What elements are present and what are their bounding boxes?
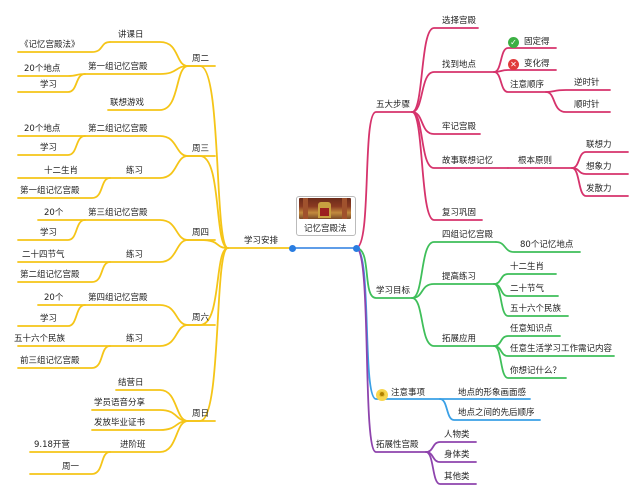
node-closing-day[interactable]: 结营日 (118, 378, 144, 388)
node-any-knowledge[interactable]: 任意知识点 (510, 324, 553, 334)
node-20-locations[interactable]: 20个地点 (24, 64, 61, 74)
node-body[interactable]: 身体类 (444, 450, 470, 460)
cross-icon: ✕ (508, 59, 519, 70)
node-palace-group-4[interactable]: 第四组记忆宫殿 (88, 293, 148, 303)
five-steps-lines (355, 27, 629, 249)
node-voice-sharing[interactable]: 学员语音分享 (94, 398, 146, 408)
node-review[interactable]: 复习巩固 (442, 208, 477, 218)
lightbulb-icon: ✹ (376, 389, 388, 401)
branch-goals[interactable]: 学习目标 (376, 286, 411, 296)
node-association-game[interactable]: 联想游戏 (110, 98, 145, 108)
node-association-power[interactable]: 联想力 (586, 140, 612, 150)
left-branch-lines (17, 41, 294, 475)
node-study[interactable]: 学习 (40, 314, 58, 324)
node-palace-group-2[interactable]: 第二组记忆宫殿 (20, 270, 80, 280)
branch-notes[interactable]: 注意事项 (391, 388, 426, 398)
node-improve-practice[interactable]: 提高练习 (442, 272, 477, 282)
node-four-palaces[interactable]: 四组记忆宫殿 (442, 230, 494, 240)
day-sunday[interactable]: 周日 (192, 409, 210, 419)
node-lecture-day[interactable]: 讲课日 (118, 30, 144, 40)
branch-five-steps[interactable]: 五大步骤 (376, 100, 411, 110)
node-palace-group-2[interactable]: 第二组记忆宫殿 (88, 124, 148, 134)
node-20-locations[interactable]: 20个地点 (24, 124, 61, 134)
node-practice[interactable]: 练习 (126, 166, 144, 176)
node-book-title[interactable]: 《记忆宫殿法》 (20, 40, 80, 50)
node-divergent-thinking[interactable]: 发散力 (586, 184, 612, 194)
day-wednesday[interactable]: 周三 (192, 144, 210, 154)
day-thursday[interactable]: 周四 (192, 228, 210, 238)
node-solar-terms[interactable]: 二十节气 (510, 284, 545, 294)
right-connector-dot[interactable] (353, 245, 360, 252)
node-zodiac[interactable]: 十二生肖 (510, 262, 545, 272)
node-find-locations[interactable]: 找到地点 (442, 60, 477, 70)
node-memorize-palace[interactable]: 牢记宫殿 (442, 122, 477, 132)
node-zodiac[interactable]: 十二生肖 (44, 166, 79, 176)
node-opening-date[interactable]: 9.18开营 (34, 440, 70, 450)
node-80-locations[interactable]: 80个记忆地点 (520, 240, 574, 250)
node-palace-group-1[interactable]: 第一组记忆宫殿 (88, 62, 148, 72)
node-location-imagery[interactable]: 地点的形象画面感 (458, 388, 527, 398)
node-first-three-palaces[interactable]: 前三组记忆宫殿 (20, 356, 80, 366)
node-clockwise[interactable]: 顺时针 (574, 100, 600, 110)
left-connector-dot[interactable] (289, 245, 296, 252)
node-palace-group-3[interactable]: 第三组记忆宫殿 (88, 208, 148, 218)
center-title: 记忆宫殿法 (304, 224, 347, 234)
node-what-to-remember[interactable]: 你想记什么？ (510, 366, 562, 376)
node-advanced-class[interactable]: 进阶班 (120, 440, 146, 450)
node-story-association[interactable]: 故事联想记忆 (442, 156, 494, 166)
node-solar-terms[interactable]: 二十四节气 (22, 250, 65, 260)
node-56-ethnic-groups[interactable]: 五十六个民族 (14, 334, 66, 344)
node-fixed[interactable]: 固定得 (524, 37, 550, 47)
node-study[interactable]: 学习 (40, 143, 58, 153)
node-core-principle[interactable]: 根本原则 (518, 156, 553, 166)
pillar-right (342, 198, 347, 219)
node-monday[interactable]: 周一 (62, 462, 80, 472)
pillar-left (303, 198, 308, 219)
day-tuesday[interactable]: 周二 (192, 54, 210, 64)
root-study-plan[interactable]: 学习安排 (244, 236, 279, 246)
node-other[interactable]: 其他类 (444, 472, 470, 482)
goals-lines (355, 241, 615, 379)
branch-expand-palaces[interactable]: 拓展性宫殿 (376, 440, 419, 450)
node-any-life-content[interactable]: 任意生活学习工作需记内容 (510, 344, 613, 354)
node-counterclockwise[interactable]: 逆时针 (574, 78, 600, 88)
node-56-ethnic-groups[interactable]: 五十六个民族 (510, 304, 562, 314)
node-location-order[interactable]: 地点之间的先后顺序 (458, 408, 535, 418)
day-saturday[interactable]: 周六 (192, 313, 210, 323)
node-practice[interactable]: 练习 (126, 334, 144, 344)
palace-image (299, 198, 351, 219)
check-icon: ✓ (508, 37, 519, 48)
node-palace-group-1[interactable]: 第一组记忆宫殿 (20, 186, 80, 196)
node-choose-palace[interactable]: 选择宫殿 (442, 16, 477, 26)
node-20[interactable]: 20个 (44, 293, 64, 303)
node-study[interactable]: 学习 (40, 228, 58, 238)
node-extended-use[interactable]: 拓展应用 (442, 334, 477, 344)
throne-seat (320, 208, 329, 216)
node-20[interactable]: 20个 (44, 208, 64, 218)
node-people[interactable]: 人物类 (444, 430, 470, 440)
node-imagination[interactable]: 想象力 (586, 162, 612, 172)
node-mind-order[interactable]: 注意顺序 (510, 80, 545, 90)
expand-lines (355, 247, 477, 485)
node-practice[interactable]: 练习 (126, 250, 144, 260)
node-changing[interactable]: 变化得 (524, 59, 550, 69)
node-certificates[interactable]: 发放毕业证书 (94, 418, 146, 428)
node-study[interactable]: 学习 (40, 80, 58, 90)
